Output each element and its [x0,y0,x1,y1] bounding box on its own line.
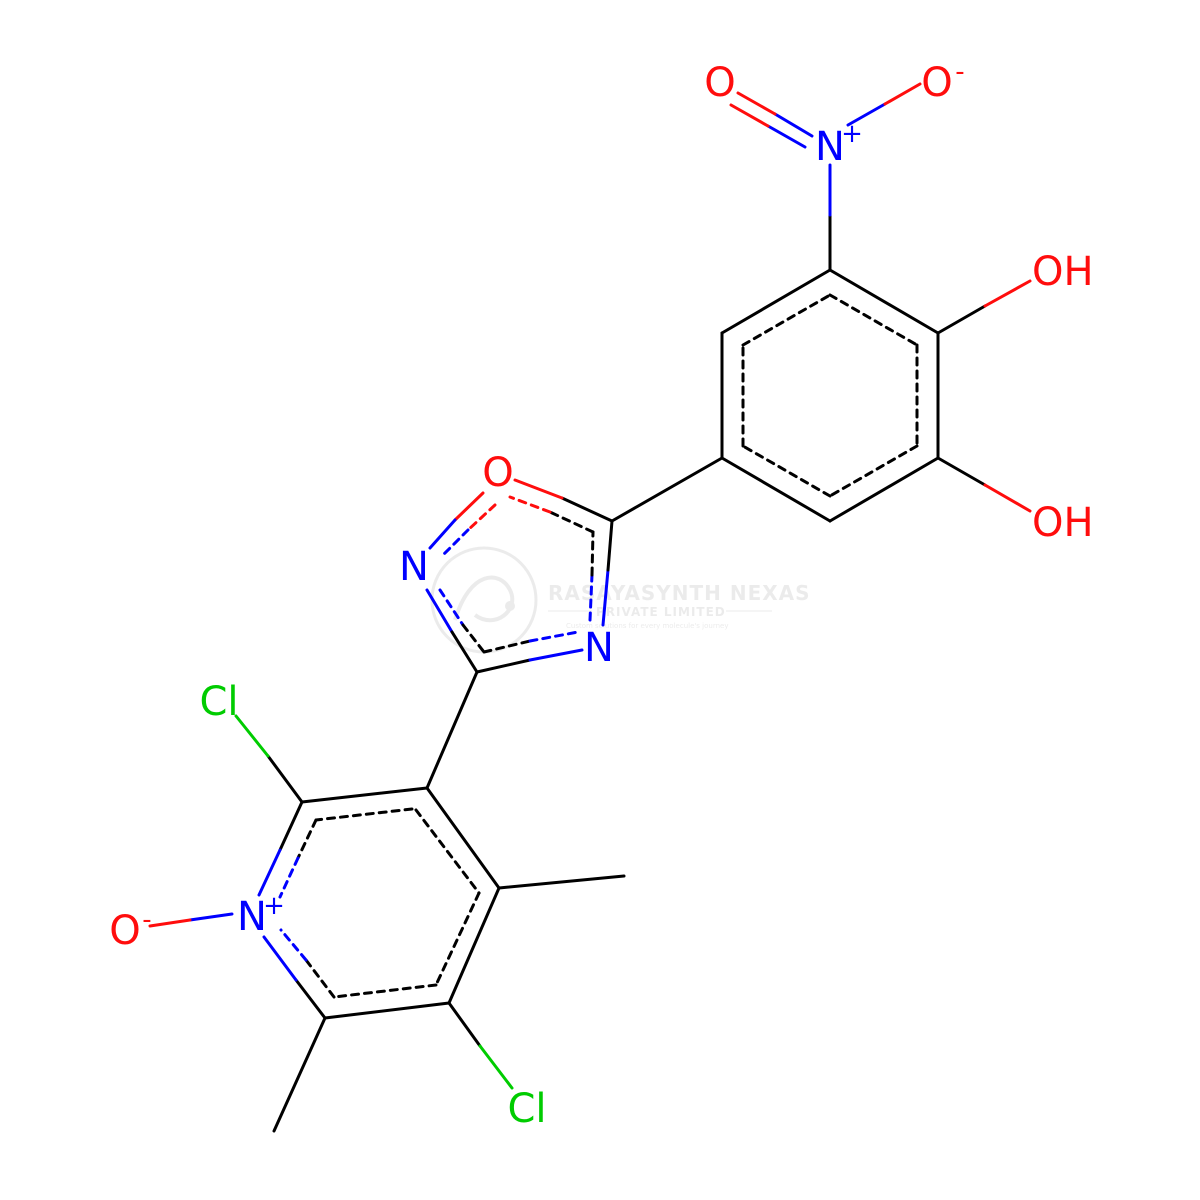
bond-benzene-3 [828,456,940,523]
charge-nitro-n: + [841,119,863,149]
bond-cl-top-b [234,714,270,758]
bond-py-c5-c6 [323,1001,451,1020]
bond-benzene-4 [720,456,832,523]
bond-nitro-double-b [766,124,807,149]
bond-nitro-single [846,102,887,127]
bond-py-c4-c5 [447,886,501,1005]
bond-nitro-double-b2 [729,103,770,128]
watermark: RASAYASYNTH NEXAS PRIVATE LIMITED Custom… [430,546,811,654]
bond-benzene-1 [828,268,940,335]
bond-ox-c3-n4 [475,658,532,674]
atom-nitro-n: N [815,124,845,170]
bond-py-c6-n-blue [262,935,298,982]
atom-oxadiazole-n-right: N [584,625,614,671]
bond-py-c3-c2 [300,786,429,804]
atom-n-oxide-o: O [109,908,140,954]
bond-ox-o-n-red [453,491,485,522]
bond-ox-n-c3 [450,630,479,674]
bond-py-c3-c4 [425,786,501,890]
watermark-logo-swirl [453,575,515,623]
benzene-aromatic-inner [741,293,919,498]
bond-ox-n4-c5-blue [601,568,610,627]
bond-ox-c5-o-red [513,478,564,500]
bond-methyl-c6 [272,1016,327,1133]
watermark-subtitle: PRIVATE LIMITED [596,605,726,619]
bond-benzene-6 [720,268,832,335]
bond-n-oxide-blue [188,912,234,922]
bond-methyl-c4 [497,874,626,890]
bond-oh-bottom-b [983,483,1032,513]
bond-ox-c5-o [560,496,614,523]
bond-cl-bottom-b [478,1044,514,1090]
bond-oxadiazole-to-pyridine [425,670,479,790]
bond-oh-top-a [936,304,987,335]
watermark-title: RASAYASYNTH NEXAS [548,581,811,605]
charge-nitro-o-right: - [955,57,964,87]
watermark-logo-dot [505,601,515,611]
atom-nitro-o-right: O [921,60,952,106]
bond-oh-top-b [983,279,1032,308]
bond-py-c6-n [294,978,327,1020]
atom-oxadiazole-n-left: N [399,544,429,590]
watermark-tagline: Custom solutions for every molecule's jo… [566,622,728,630]
charge-n-oxide-o: - [142,905,151,935]
atom-labels: O O - N + OH OH O N N Cl Cl N + O - [109,57,1093,1132]
atom-oh-bottom: OH [1032,500,1094,546]
bond-ox-o-n-blue [428,518,457,550]
charge-pyridine-n: + [263,891,285,921]
bond-cl-top-a [266,754,304,804]
bond-nitro-double-a [773,112,814,138]
pyridine-aromatic-inner [278,807,481,999]
bonds [148,82,1032,1133]
bond-ox-n-c3-blue [425,588,454,634]
bond-ox-n4-c5 [606,519,614,572]
atom-nitro-o-left: O [704,60,735,106]
atom-cl-top: Cl [199,679,238,725]
bond-ox-c3-n4-blue [528,648,584,662]
atom-oxadiazole-o: O [482,450,513,496]
bond-cl-bottom-a [447,1001,482,1048]
oxadiazole-aromatic-inner [438,495,595,654]
bond-nitro-double-a2 [736,91,777,116]
atom-oh-top: OH [1032,249,1094,295]
bond-n-oxide-red [148,918,192,928]
bond-benzene-to-oxadiazole [610,456,724,523]
atom-pyridine-n: N [237,894,267,940]
bond-nitro-single2 [883,82,922,106]
bond-oh-bottom-a [936,456,987,487]
bond-py-c2-n [278,800,304,852]
atom-cl-bottom: Cl [507,1086,546,1132]
bond-py-c2-n-blue [257,848,282,897]
